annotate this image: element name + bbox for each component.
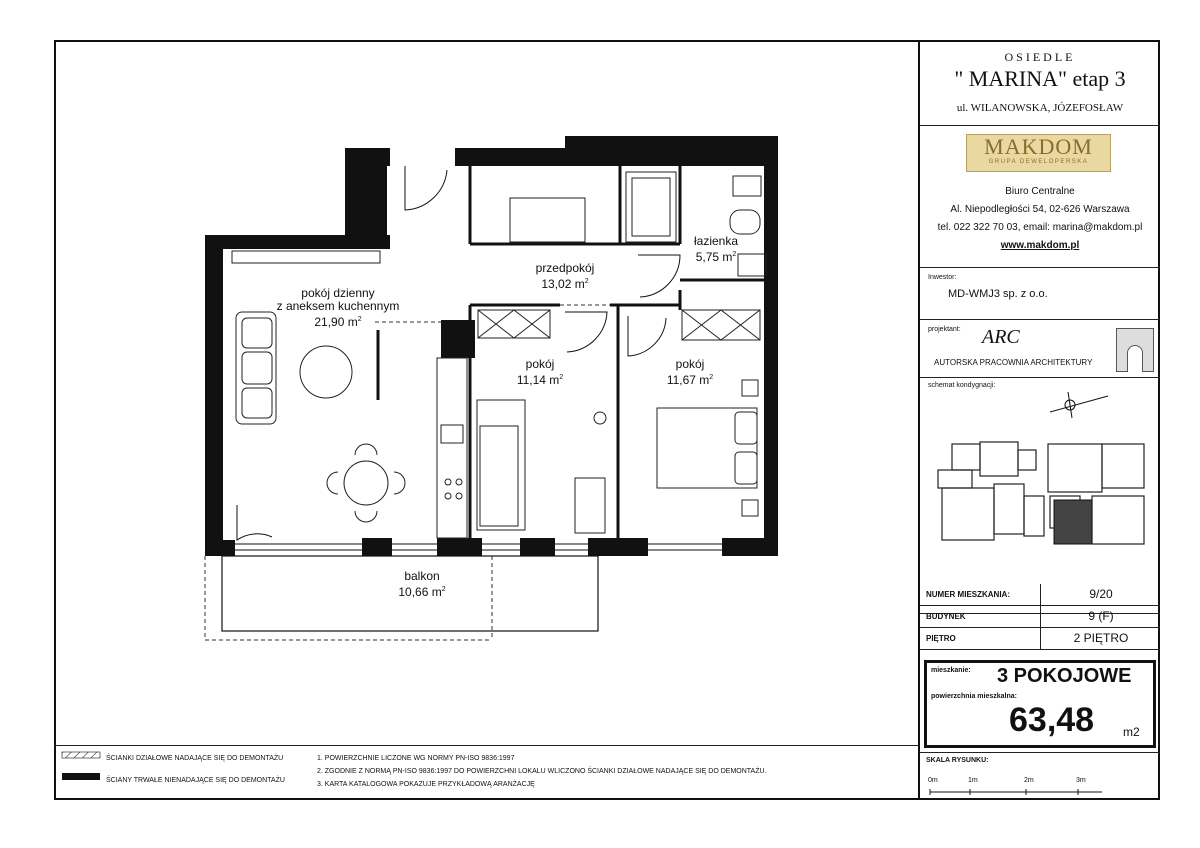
room-name: łazienka	[693, 234, 739, 248]
dashed-lines	[204, 304, 610, 641]
legend-note-2: 2. ZGODNIE Z NORMĄ PN-ISO 9836:1997 DO P…	[317, 768, 767, 775]
company-block: MAKDOM GRUPA DEWELOPERSKA Biuro Centraln…	[920, 126, 1160, 268]
legend-note-1: 1. POWIERZCHNIE LICZONE WG NORMY PN-ISO …	[317, 755, 515, 762]
furniture	[231, 171, 767, 539]
room-label-bathroom: łazienka 5,75 m2	[686, 235, 746, 264]
partition-walls	[468, 166, 768, 540]
room-area: 10,66 m2	[398, 585, 446, 599]
summary-area-value: 63,48	[1009, 701, 1095, 739]
room-area: 13,02 m2	[541, 277, 589, 291]
info-label: PIĘTRO	[926, 634, 956, 643]
summary-area-label: powierzchnia mieszkalna:	[931, 693, 1017, 700]
scale-tick-3: 3m	[1076, 777, 1086, 784]
building-floor-schema	[937, 441, 1145, 545]
room-area: 21,90 m2	[314, 315, 362, 329]
legend-swatch-solid	[62, 773, 100, 780]
project-title: OSIEDLE " MARINA" etap 3 ul. WILANOWSKA,…	[920, 40, 1160, 126]
room-area: 5,75 m2	[695, 250, 737, 264]
room-label-room2: pokój 11,67 m2	[655, 358, 725, 387]
legend-item-partition: ŚCIANKI DZIAŁOWE NADAJĄCE SIĘ DO DEMONTA…	[106, 755, 284, 762]
room-name: przedpokój	[535, 261, 595, 275]
compass-icon	[1050, 391, 1109, 419]
scale-block: SKALA RYSUNKU: 0m 1m 2m 3m	[920, 752, 1160, 798]
investor-label: Inwestor:	[928, 274, 957, 281]
designer-logo: ARC	[982, 326, 1020, 348]
legend: ŚCIANKI DZIAŁOWE NADAJĄCE SIĘ DO DEMONTA…	[54, 745, 918, 800]
scale-label: SKALA RYSUNKU:	[926, 757, 989, 764]
designer-name: AUTORSKA PRACOWNIA ARCHITEKTURY	[934, 358, 1093, 367]
website-link[interactable]: www.makdom.pl	[1000, 240, 1080, 251]
info-row-building: BUDYNEK 9 (F)	[920, 606, 1160, 628]
summary-type-value: 3 POKOJOWE	[997, 665, 1132, 687]
scale-tick-1: 1m	[968, 777, 978, 784]
makdom-logo: MAKDOM GRUPA DEWELOPERSKA	[966, 134, 1111, 172]
office-label: Biuro Centralne	[1005, 186, 1075, 197]
legend-swatch-hatch	[61, 751, 101, 759]
title-block-panel: OSIEDLE " MARINA" etap 3 ul. WILANOWSKA,…	[918, 40, 1160, 800]
room-name: pokój dzienny	[301, 286, 375, 300]
title-line-1: OSIEDLE	[1004, 50, 1076, 64]
drawing-sheet	[54, 40, 1160, 800]
info-row-number: NUMER MIESZKANIA: 9/20	[920, 584, 1160, 606]
room-label-hall: przedpokój 13,02 m2	[525, 262, 605, 291]
room-label-balcony: balkon 10,66 m2	[382, 570, 462, 599]
windows	[235, 543, 722, 551]
info-row-floor: PIĘTRO 2 PIĘTRO	[920, 628, 1160, 650]
info-label: BUDYNEK	[926, 612, 966, 621]
designer-block: projektant: ARC AUTORSKA PRACOWNIA ARCHI…	[920, 320, 1160, 378]
room-label-living: pokój dzienny z aneksem kuchennym 21,90 …	[268, 287, 408, 329]
arch-icon	[1116, 328, 1154, 372]
structural-walls	[205, 136, 778, 556]
title-line-3: ul. WILANOWSKA, JÓZEFOSŁAW	[956, 102, 1124, 114]
info-value: 9 (F)	[1088, 609, 1114, 623]
logo-text: MAKDOM	[984, 134, 1093, 159]
room-name: pokój	[675, 357, 705, 371]
office-contact: tel. 022 322 70 03, email: marina@makdom…	[937, 222, 1143, 233]
investor-block: Inwestor: MD-WMJ3 sp. z o.o.	[920, 268, 1160, 320]
designer-label: projektant:	[928, 326, 961, 333]
schema-label: schemat kondygnacji:	[928, 382, 996, 389]
investor-name: MD-WMJ3 sp. z o.o.	[948, 288, 1048, 300]
legend-item-structural: ŚCIANY TRWAŁE NIENADAJĄCE SIĘ DO DEMONTA…	[106, 777, 285, 784]
balcony-outline	[221, 555, 599, 632]
scale-bar	[929, 789, 1102, 795]
room-name: balkon	[404, 569, 440, 583]
summary-box: mieszkanie: 3 POKOJOWE powierzchnia mies…	[924, 660, 1156, 748]
office-address: Al. Niepodległości 54, 02-626 Warszawa	[950, 204, 1130, 215]
title-line-2: " MARINA" etap 3	[954, 66, 1126, 91]
room-name: pokój	[525, 357, 555, 371]
info-value: 9/20	[1089, 587, 1113, 601]
doors	[236, 166, 681, 541]
scale-tick-2: 2m	[1024, 777, 1034, 784]
logo-subtitle: GRUPA DEWELOPERSKA	[988, 159, 1089, 165]
room-area: 11,67 m2	[666, 373, 714, 387]
scale-tick-0: 0m	[928, 777, 938, 784]
legend-note-3: 3. KARTA KATALOGOWA POKAZUJE PRZYKŁADOWĄ…	[317, 781, 535, 788]
info-label: NUMER MIESZKANIA:	[926, 590, 1010, 599]
room-area: 11,14 m2	[516, 373, 564, 387]
summary-type-label: mieszkanie:	[931, 667, 971, 674]
info-value: 2 PIĘTRO	[1073, 631, 1129, 645]
summary-area-unit: m2	[1123, 725, 1140, 739]
room-name-line2: z aneksem kuchennym	[276, 299, 400, 313]
room-label-room1: pokój 11,14 m2	[505, 358, 575, 387]
schema-block: schemat kondygnacji:	[920, 378, 1160, 614]
